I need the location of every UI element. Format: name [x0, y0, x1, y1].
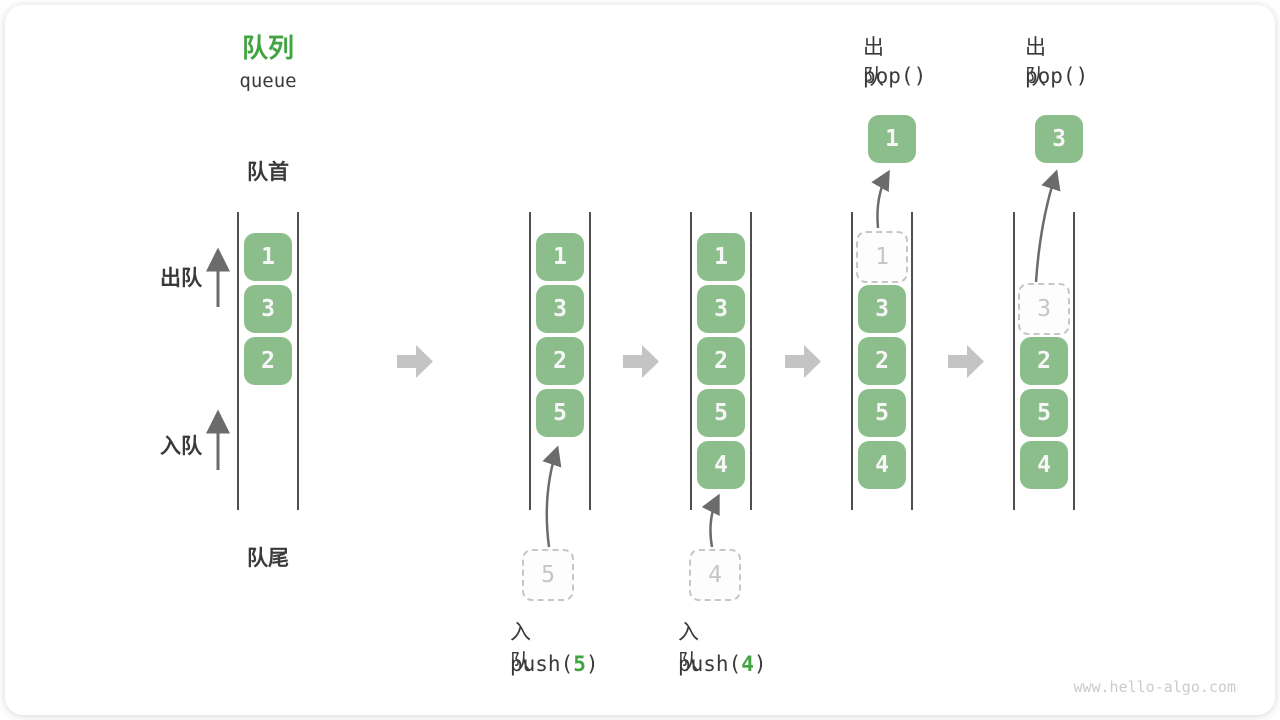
popped-cell: 3	[1035, 115, 1083, 163]
queue-rail-right	[750, 212, 752, 510]
code-text: )	[753, 652, 767, 676]
dequeue-op-code: pop()	[863, 64, 927, 88]
queue-rail-right	[297, 212, 299, 510]
dequeue-op-code: pop()	[1025, 64, 1089, 88]
enqueue-direction-label: 入队	[160, 435, 202, 458]
code-text: push(	[510, 652, 574, 676]
queue-cell: 2	[1020, 337, 1068, 385]
staged-cell: 5	[522, 549, 574, 601]
queue-rail-right	[1073, 212, 1075, 510]
dequeue-op-label: 出队	[863, 36, 884, 89]
dequeue-op-label: 出队	[1025, 36, 1046, 89]
queue-cell: 1	[697, 233, 745, 281]
code-text: push(	[678, 652, 742, 676]
queue-cell: 1	[536, 233, 584, 281]
queue-cell: 3	[697, 285, 745, 333]
popped-cell: 1	[868, 115, 916, 163]
code-text: )	[585, 652, 599, 676]
queue-cell: 2	[858, 337, 906, 385]
queue-cell: 3	[536, 285, 584, 333]
enqueue-op-code: push(5)	[510, 652, 599, 676]
queue-rail-right	[911, 212, 913, 510]
queue-cell: 5	[858, 389, 906, 437]
staged-cell: 4	[689, 549, 741, 601]
page-subtitle: queue	[239, 70, 297, 92]
queue-cell: 1	[244, 233, 292, 281]
queue-rail-left	[237, 212, 239, 510]
queue-cell: 4	[697, 441, 745, 489]
code-arg: 4	[741, 652, 754, 676]
queue-cell: 3	[858, 285, 906, 333]
code-arg: 5	[573, 652, 586, 676]
queue-front-label: 队首	[247, 161, 289, 184]
page-title: 队列	[241, 33, 294, 63]
dequeue-direction-label: 出队	[160, 267, 202, 290]
queue-cell: 3	[244, 285, 292, 333]
queue-rail-left	[690, 212, 692, 510]
enqueue-op-label: 入队	[678, 621, 699, 674]
queue-cell: 2	[697, 337, 745, 385]
queue-rail-left	[851, 212, 853, 510]
enqueue-op-label: 入队	[510, 621, 531, 674]
queue-cell: 2	[244, 337, 292, 385]
queue-rail-left	[1013, 212, 1015, 510]
queue-cell: 4	[858, 441, 906, 489]
queue-cell: 5	[697, 389, 745, 437]
figure-card	[5, 5, 1275, 715]
queue-cell: 4	[1020, 441, 1068, 489]
queue-cell-ghost: 1	[856, 231, 908, 283]
queue-rear-label: 队尾	[247, 547, 289, 570]
queue-cell: 2	[536, 337, 584, 385]
watermark: www.hello-algo.com	[1073, 678, 1236, 696]
enqueue-op-code: push(4)	[678, 652, 767, 676]
queue-cell: 5	[536, 389, 584, 437]
queue-cell-ghost: 3	[1018, 283, 1070, 335]
queue-rail-right	[589, 212, 591, 510]
queue-cell: 5	[1020, 389, 1068, 437]
queue-rail-left	[529, 212, 531, 510]
